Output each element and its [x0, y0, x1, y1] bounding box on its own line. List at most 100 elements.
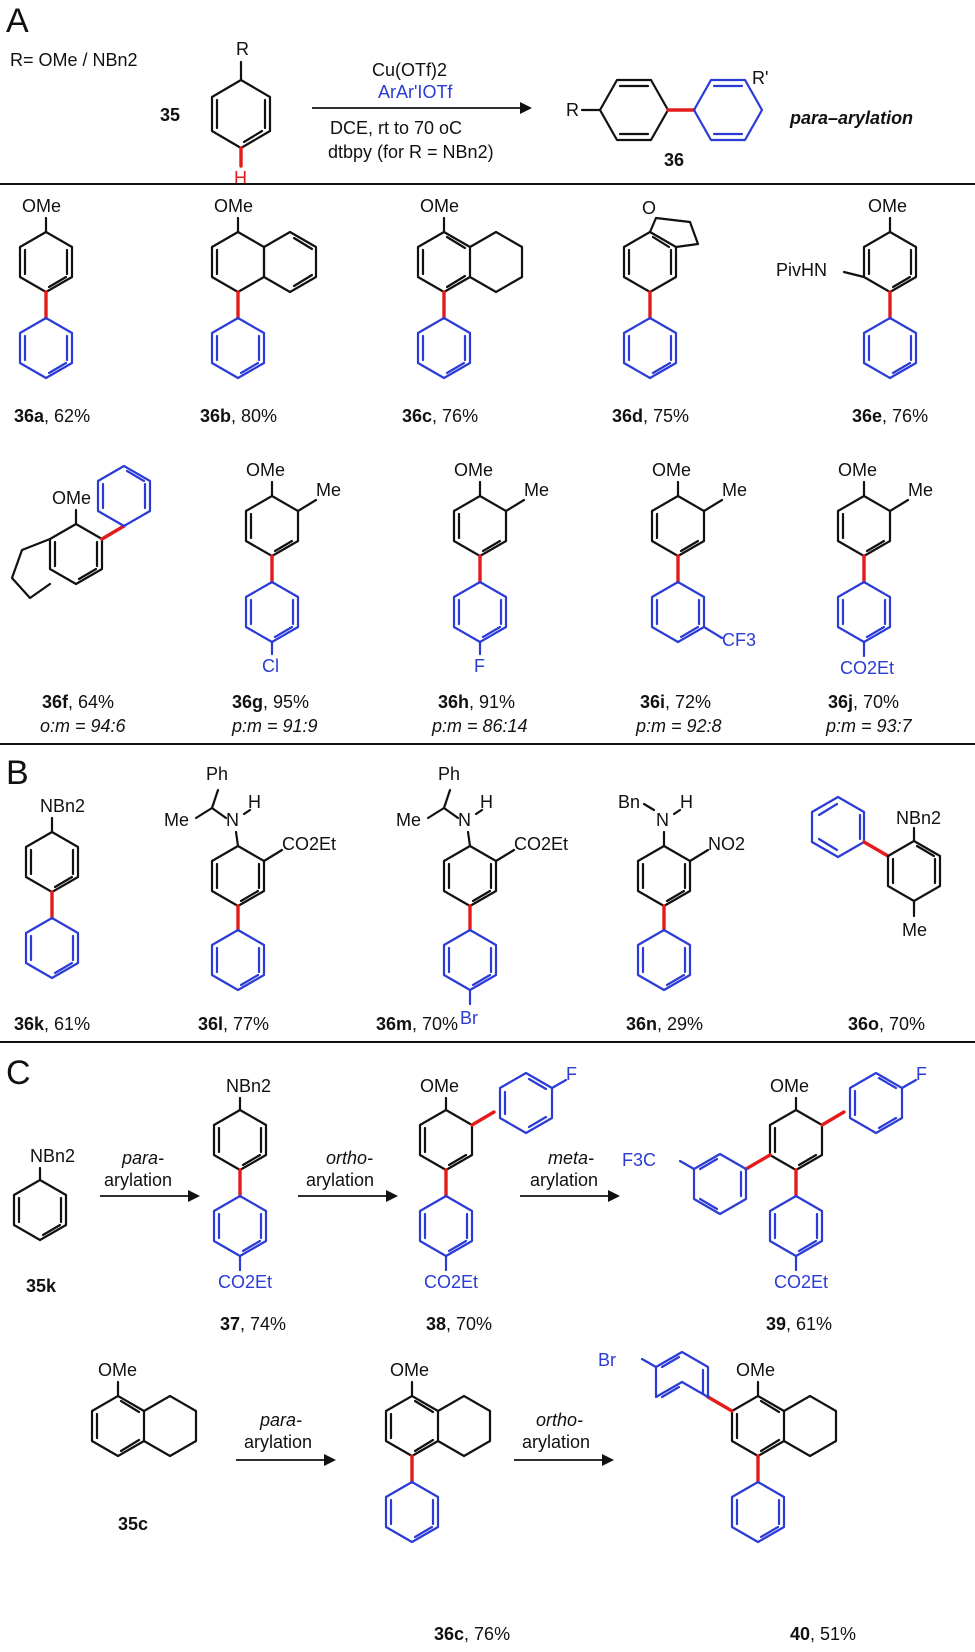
product-36-structure: R R': [566, 68, 768, 142]
substituent-co2et: CO2Et: [282, 834, 336, 854]
substituent-nbn2: NBn2: [30, 1146, 75, 1166]
condition-solvent: DCE, rt to 70 oC: [330, 118, 462, 138]
label-40: 40, 51%: [790, 1624, 856, 1644]
substituent-me: Me: [316, 480, 341, 500]
reagent-cu: Cu(OTf)2: [372, 60, 447, 80]
substituent-co2et: CO2Et: [424, 1272, 478, 1292]
condition-ligand: dtbpy (for R = NBn2): [328, 142, 494, 162]
label-36m: 36m, 70%: [376, 1014, 458, 1034]
label-36b: 36b, 80%: [200, 406, 277, 426]
label-36g: 36g, 95%: [232, 692, 309, 712]
substituent-ome: OMe: [454, 460, 493, 480]
substituent-co2et: CO2Et: [774, 1272, 828, 1292]
substituent-ome: OMe: [770, 1076, 809, 1096]
substituent-br: Br: [460, 1008, 478, 1028]
ratio-36j: p:m = 93:7: [825, 716, 913, 736]
compound-36n: Bn N H NO2: [618, 792, 745, 992]
c2-step1-arylation: arylation: [244, 1432, 312, 1452]
atom-n: N: [226, 810, 239, 830]
atom-h: H: [248, 792, 261, 812]
compound-35c: OMe: [90, 1360, 198, 1458]
label-36o: 36o, 70%: [848, 1014, 925, 1034]
substituent-ome: OMe: [736, 1360, 775, 1380]
substituent-cl: Cl: [262, 656, 279, 676]
compound-36k: NBn2: [24, 796, 85, 980]
substituent-me: Me: [164, 810, 189, 830]
panel-label-a: A: [6, 2, 29, 40]
substituent-f: F: [566, 1064, 577, 1084]
substituent-me: Me: [396, 810, 421, 830]
compound-37: NBn2 CO2Et: [212, 1076, 272, 1292]
substituent-ph: Ph: [438, 764, 460, 784]
atom-r-product: R: [566, 100, 579, 120]
substituent-ome: OMe: [214, 196, 253, 216]
r-definition: R= OMe / NBn2: [10, 50, 138, 70]
substituent-f: F: [474, 656, 485, 676]
label-36c-seq: 36c, 76%: [434, 1624, 510, 1644]
substituent-f: F: [916, 1064, 927, 1084]
substituent-no2: NO2: [708, 834, 745, 854]
c2-step2-arylation: arylation: [522, 1432, 590, 1452]
mode-para-arylation: para–arylation: [789, 108, 913, 128]
substituent-cf3: F3C: [622, 1150, 656, 1170]
substituent-bn: Bn: [618, 792, 640, 812]
label-36f: 36f, 64%: [42, 692, 114, 712]
label-37: 37, 74%: [220, 1314, 286, 1334]
product-label-36: 36: [664, 150, 684, 170]
substituent-me: Me: [524, 480, 549, 500]
atom-r-prime: R': [752, 68, 768, 88]
substituent-ome: OMe: [390, 1360, 429, 1380]
substituent-ome: OMe: [420, 196, 459, 216]
ratio-36i: p:m = 92:8: [635, 716, 722, 736]
compound-36g: OMe Me Cl: [244, 460, 341, 676]
substrate-35-structure: R H: [210, 39, 272, 188]
substituent-cf3: CF3: [722, 630, 756, 650]
atom-r: R: [236, 39, 249, 59]
compound-40: OMe Br: [598, 1350, 838, 1544]
reagent-iodonium: ArAr'IOTf: [378, 82, 453, 102]
substrate-label-35: 35: [160, 105, 180, 125]
compound-39: OMe F F3C CO2Et: [622, 1064, 927, 1292]
substituent-ome: OMe: [22, 196, 61, 216]
substituent-me: Me: [908, 480, 933, 500]
ratio-36g: p:m = 91:9: [231, 716, 318, 736]
step1-arylation: arylation: [104, 1170, 172, 1190]
label-36a: 36a, 62%: [14, 406, 90, 426]
compound-36b: OMe: [210, 196, 318, 380]
compound-36o: NBn2 Me: [810, 795, 942, 940]
substituent-nbn2: NBn2: [226, 1076, 271, 1096]
compound-36c: OMe: [416, 196, 524, 380]
compound-35k: NBn2: [12, 1146, 75, 1242]
label-36k: 36k, 61%: [14, 1014, 90, 1034]
label-36l: 36l, 77%: [198, 1014, 269, 1034]
compound-36m: Ph Me N H CO2Et Br: [396, 764, 568, 1028]
substituent-me: Me: [902, 920, 927, 940]
label-38: 38, 70%: [426, 1314, 492, 1334]
label-36d: 36d, 75%: [612, 406, 689, 426]
label-35k: 35k: [26, 1276, 57, 1296]
label-36j: 36j, 70%: [828, 692, 899, 712]
substituent-nbn2: NBn2: [40, 796, 85, 816]
panel-label-b: B: [6, 754, 29, 792]
atom-n: N: [656, 810, 669, 830]
step2-mode: ortho-: [326, 1148, 373, 1168]
atom-n: N: [458, 810, 471, 830]
compound-38: OMe F CO2Et: [418, 1064, 577, 1292]
label-36c: 36c, 76%: [402, 406, 478, 426]
substituent-co2et: CO2Et: [514, 834, 568, 854]
label-36h: 36h, 91%: [438, 692, 515, 712]
label-39: 39, 61%: [766, 1314, 832, 1334]
substituent-me: Me: [722, 480, 747, 500]
label-36i: 36i, 72%: [640, 692, 711, 712]
substituent-ome: OMe: [868, 196, 907, 216]
label-35c: 35c: [118, 1514, 148, 1534]
compound-36e: OMe PivHN: [776, 196, 918, 380]
compound-36h: OMe Me F: [452, 460, 549, 676]
atom-h: H: [680, 792, 693, 812]
substituent-ome: OMe: [652, 460, 691, 480]
substituent-br: Br: [598, 1350, 616, 1370]
atom-o: O: [642, 198, 656, 218]
ratio-36h: p:m = 86:14: [431, 716, 528, 736]
substituent-ome: OMe: [246, 460, 285, 480]
compound-36j: OMe Me CO2Et: [836, 460, 933, 678]
